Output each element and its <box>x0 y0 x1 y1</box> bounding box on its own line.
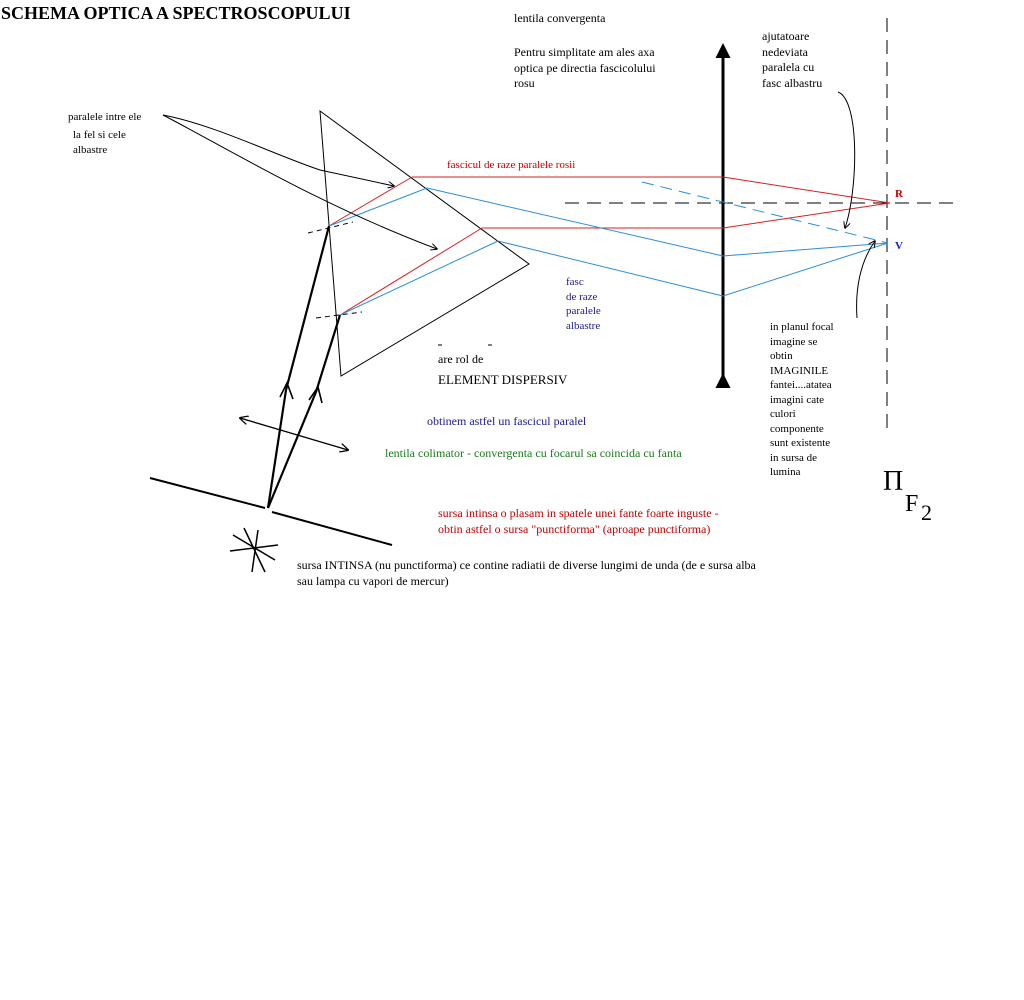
label-f2: F <box>905 491 919 517</box>
label-extended-source: sursa INTINSA (nu punctiforma) ce contin… <box>297 558 756 588</box>
label-V: V <box>895 240 903 252</box>
label-converging-lens: lentila convergenta <box>514 11 606 25</box>
label-red-beam: fascicul de raze paralele rosii <box>447 159 576 171</box>
label-blue-beam: fasc de raze paralele albastre <box>566 276 601 332</box>
collimator-rays <box>266 225 342 509</box>
label-slit-source: sursa intinsa o plasam in spatele unei f… <box>438 506 719 536</box>
ray-arrows <box>279 381 323 404</box>
label-collimator: lentila colimator - convergenta cu focar… <box>385 446 682 460</box>
label-role: are rol de <box>438 352 484 366</box>
label-parallel-2: la fel si cele albastre <box>73 129 126 156</box>
label-pi: Π <box>883 466 904 497</box>
diagram-title: SCHEMA OPTICA A SPECTROSCOPULUI <box>1 3 351 23</box>
pointer-arrows <box>162 91 875 319</box>
label-parallel-1: paralele intre ele <box>68 111 142 123</box>
slit-left <box>149 477 266 509</box>
normal-lower <box>315 311 363 319</box>
label-auxiliary-ray: ajutatoare nedeviata paralela cu fasc al… <box>762 29 823 90</box>
red-beam <box>328 176 891 316</box>
label-optical-axis: Pentru simplitate am ales axa optica pe … <box>514 45 656 90</box>
label-dispersive-element: ELEMENT DISPERSIV <box>438 372 568 387</box>
slit-right <box>271 511 393 546</box>
label-focal-plane: in planul focal imagine se obtin IMAGINI… <box>770 321 834 478</box>
blue-beam <box>328 181 889 316</box>
prism <box>319 109 530 377</box>
label-R: R <box>895 188 903 200</box>
normal-upper <box>307 221 354 234</box>
collimator-lens <box>240 418 348 450</box>
label-parallel-beam: obtinem astfel un fascicul paralel <box>427 414 587 428</box>
light-source-icon <box>229 527 279 573</box>
label-f2-sub: 2 <box>921 500 932 525</box>
